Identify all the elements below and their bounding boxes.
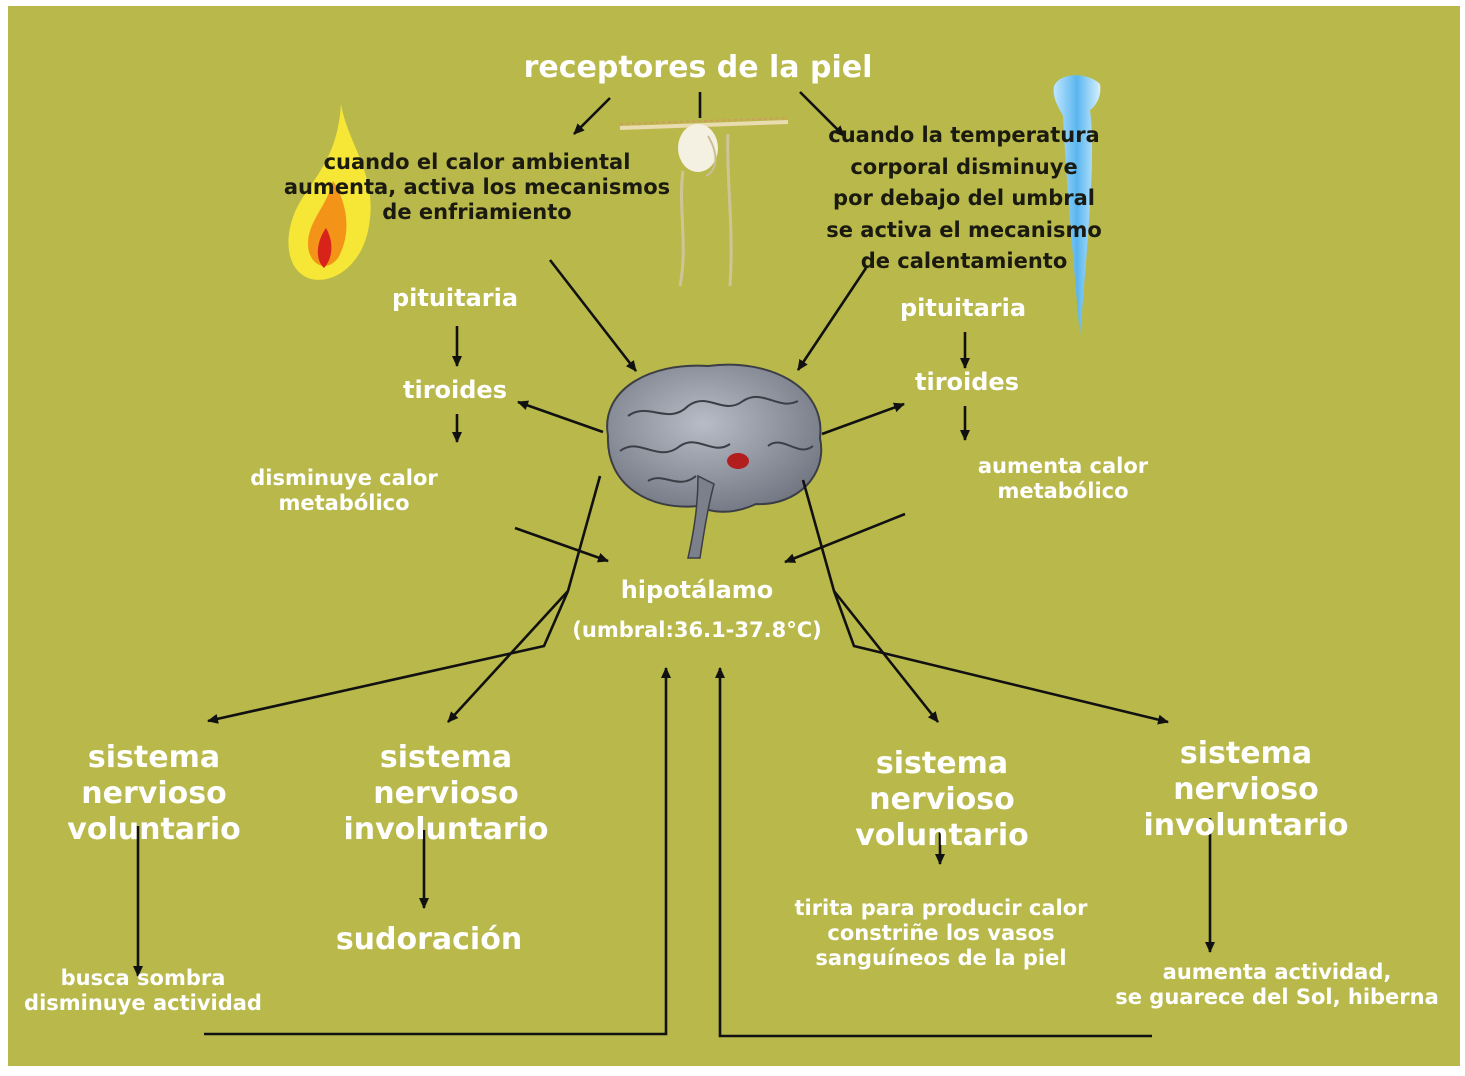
hypothalamus-threshold: (umbral:36.1-37.8°C) [572, 618, 822, 642]
right-tiroides-label: tiroides [915, 368, 1019, 396]
left-pituitaria-label: pituitaria [391, 284, 519, 312]
right-involuntary-node: sistema nervioso involuntario [1143, 736, 1349, 843]
right-involuntary-effect: aumenta actividad, se guarece del Sol, h… [1115, 960, 1439, 1010]
right-voluntary-node: sistema nervioso voluntario [855, 746, 1029, 853]
diagram-title: receptores de la piel [523, 50, 873, 85]
right-pituitaria-label: pituitaria [899, 294, 1027, 322]
hypothalamus-label: hipotálamo [620, 576, 774, 604]
left-voluntary-node: sistema nervioso voluntario [67, 740, 241, 847]
flame-icon [288, 104, 371, 280]
left-tiroides-label: tiroides [403, 376, 507, 404]
right-metabolic-text: aumenta calor metabólico [977, 454, 1149, 504]
left-metabolic-text: disminuye calor metabólico [250, 466, 438, 516]
thermoregulation-diagram: receptores de la piel cuando el calor am… [8, 6, 1460, 1066]
heat-condition-text: cuando el calor ambiental aumenta, activ… [283, 150, 671, 225]
cold-condition-text: cuando la temperatura corporal disminuye… [826, 123, 1102, 273]
diagram-artwork [133, 75, 1215, 1038]
left-involuntary-effect: sudoración [335, 922, 523, 957]
icicle-icon [1053, 75, 1101, 336]
brain-icon [606, 363, 823, 559]
left-voluntary-effect: busca sombra disminuye actividad [24, 966, 262, 1016]
left-involuntary-node: sistema nervioso involuntario [343, 740, 549, 847]
skin-receptor-icon [619, 117, 789, 287]
right-voluntary-effect: tirita para producir calor constriñe los… [794, 896, 1088, 971]
flow-arrows [133, 91, 1215, 1038]
